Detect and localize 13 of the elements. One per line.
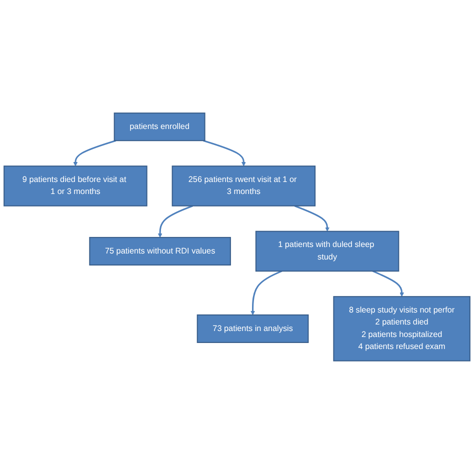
- node-box: 9 patients died before visit at 1 or 3 months: [4, 166, 148, 206]
- arrow: [250, 270, 282, 316]
- arrow: [203, 140, 246, 166]
- node-box: 8 sleep study visits not perfor 2 patients died 2 patients hospitalized 4 patients refused exam: [333, 296, 470, 362]
- arrow: [294, 205, 330, 232]
- node-box: 256 patients rwent visit at 1 or 3 months: [172, 166, 316, 206]
- arrow: [158, 205, 193, 238]
- node-box: 1 patients with duled sleep study: [255, 230, 400, 272]
- arrow: [372, 270, 404, 297]
- arrow: [73, 140, 116, 166]
- node-box: patients enrolled: [114, 112, 206, 142]
- node-box: 75 patients without RDI values: [89, 237, 231, 266]
- node-box: 73 patients in analysis: [196, 314, 309, 344]
